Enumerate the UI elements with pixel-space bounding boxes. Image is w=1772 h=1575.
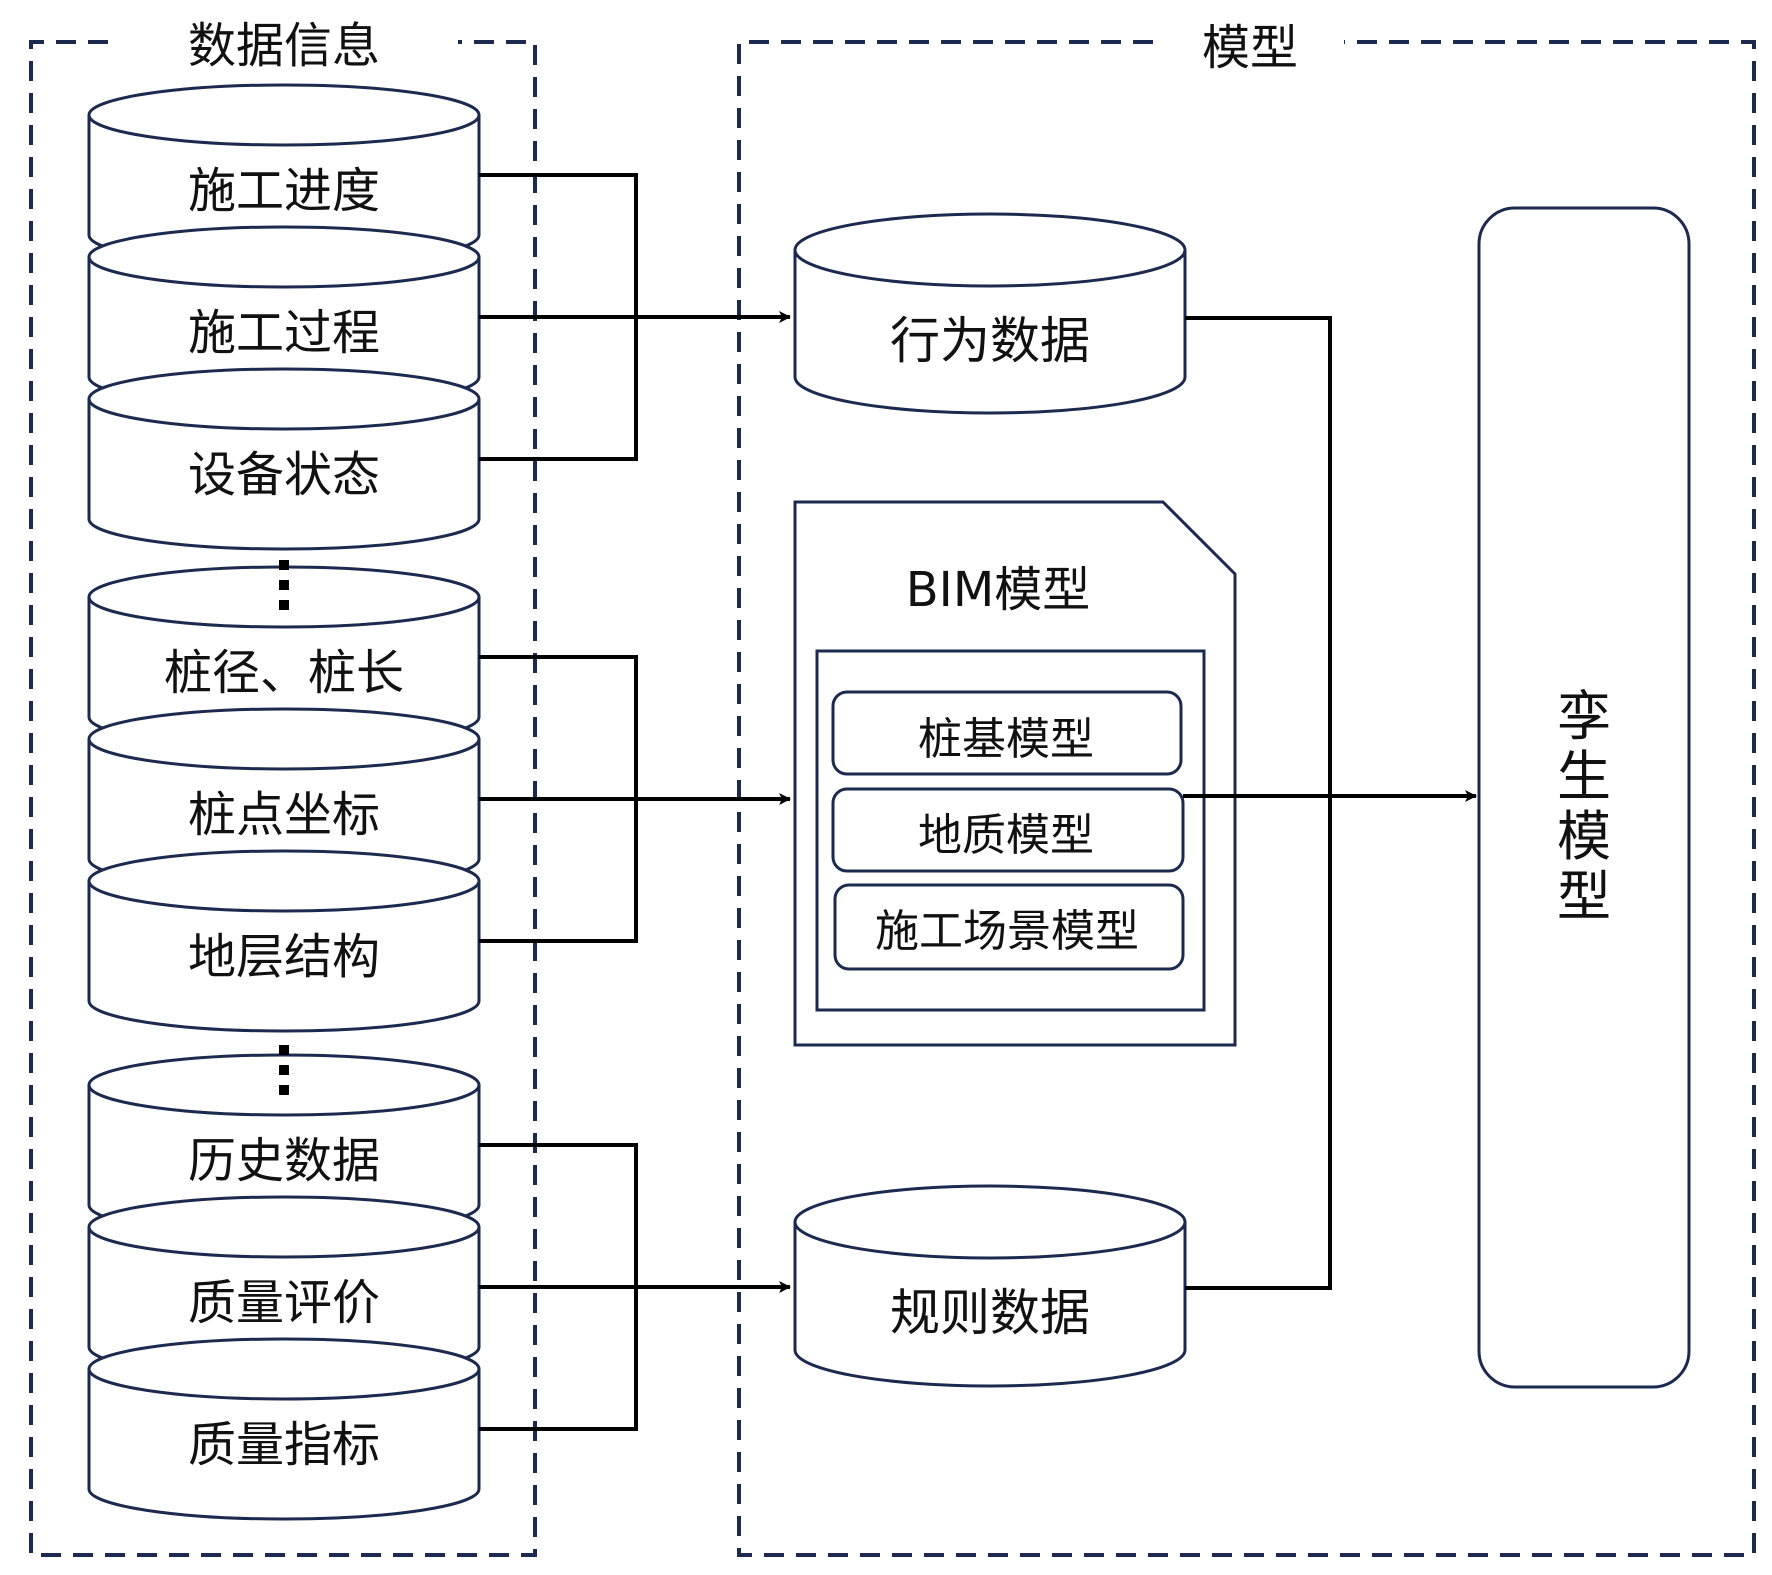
sub-model-construction-scene[interactable]: 施工场景模型 bbox=[833, 883, 1185, 971]
data-cylinder-label: 设备状态 bbox=[188, 447, 380, 503]
sub-model-pile[interactable]: 桩基模型 bbox=[831, 690, 1183, 776]
cylinder-top bbox=[87, 565, 481, 629]
bim-inner-frame bbox=[815, 649, 1206, 1012]
cylinder-top bbox=[87, 83, 481, 147]
ellipsis-dot bbox=[279, 560, 289, 570]
data-cylinder-label: 历史数据 bbox=[188, 1133, 380, 1189]
data-cylinder-label: 质量指标 bbox=[188, 1417, 380, 1473]
data-cylinder[interactable]: 地层结构 bbox=[87, 849, 481, 1033]
twin-model-char: 孪 bbox=[1557, 685, 1611, 748]
cylinder-top bbox=[87, 1195, 481, 1259]
data-cylinder[interactable]: 施工进度 bbox=[87, 83, 481, 267]
ellipsis-dot bbox=[279, 580, 289, 590]
model-title: 模型 bbox=[1202, 20, 1298, 76]
sub-model-label: 桩基模型 bbox=[918, 714, 1094, 765]
data-cylinder-label: 桩径、桩长 bbox=[164, 645, 404, 701]
rule-data-label: 规则数据 bbox=[890, 1284, 1090, 1342]
behavior-data-cylinder[interactable]: 行为数据 bbox=[793, 212, 1187, 415]
data-info-section: 数据信息 bbox=[29, 18, 537, 1557]
cylinder-body bbox=[87, 1369, 481, 1521]
bim-model-box[interactable]: BIM模型 桩基模型 地质模型 施工场景模型 bbox=[793, 500, 1237, 1047]
connectors bbox=[479, 173, 791, 1431]
behavior-data-label: 行为数据 bbox=[890, 312, 1090, 370]
data-cylinder-label: 地层结构 bbox=[188, 929, 380, 985]
twin-model-char: 模 bbox=[1557, 805, 1611, 868]
group-connector bbox=[479, 1143, 791, 1431]
twin-model-char: 生 bbox=[1557, 745, 1611, 808]
data-cylinder-label: 施工过程 bbox=[188, 305, 380, 361]
ellipsis-dots bbox=[279, 560, 289, 1095]
bim-model-title: BIM模型 bbox=[906, 562, 1091, 618]
cylinder-body bbox=[87, 881, 481, 1033]
cylinder-top bbox=[87, 849, 481, 913]
ellipsis-dot bbox=[279, 1065, 289, 1075]
data-info-border bbox=[29, 40, 537, 1557]
group-connector bbox=[479, 655, 791, 943]
data-cylinder-label: 施工进度 bbox=[188, 163, 380, 219]
sub-model-label: 地质模型 bbox=[918, 810, 1094, 861]
group-connector bbox=[479, 173, 791, 461]
cylinder-top bbox=[87, 1337, 481, 1401]
data-cylinder[interactable]: 质量指标 bbox=[87, 1337, 481, 1521]
ellipsis-icon bbox=[279, 560, 289, 610]
model-border bbox=[737, 40, 1756, 1557]
twin-model-char: 型 bbox=[1557, 865, 1611, 928]
data-cylinder[interactable]: 质量评价 bbox=[87, 1195, 481, 1379]
cylinder-top bbox=[87, 707, 481, 771]
data-cylinder-label: 质量评价 bbox=[188, 1275, 380, 1331]
data-cylinder[interactable]: 设备状态 bbox=[87, 367, 481, 551]
cylinder-body bbox=[87, 399, 481, 551]
ellipsis-dot bbox=[279, 1085, 289, 1095]
cylinder-top bbox=[87, 225, 481, 289]
ellipsis-dot bbox=[279, 600, 289, 610]
cylinder-top bbox=[87, 367, 481, 431]
rule-data-cylinder[interactable]: 规则数据 bbox=[793, 1184, 1187, 1388]
data-info-title: 数据信息 bbox=[188, 18, 380, 74]
ellipsis-dot bbox=[279, 1045, 289, 1055]
model-section: 模型 bbox=[737, 20, 1756, 1557]
ellipsis-icon bbox=[279, 1045, 289, 1095]
merge-line bbox=[1185, 316, 1332, 1290]
sub-model-geology[interactable]: 地质模型 bbox=[831, 787, 1185, 873]
sub-model-label: 施工场景模型 bbox=[875, 906, 1139, 957]
data-cylinder[interactable]: 施工过程 bbox=[87, 225, 481, 409]
model-connectors bbox=[1183, 316, 1477, 1290]
data-cylinder-label: 桩点坐标 bbox=[188, 787, 380, 843]
